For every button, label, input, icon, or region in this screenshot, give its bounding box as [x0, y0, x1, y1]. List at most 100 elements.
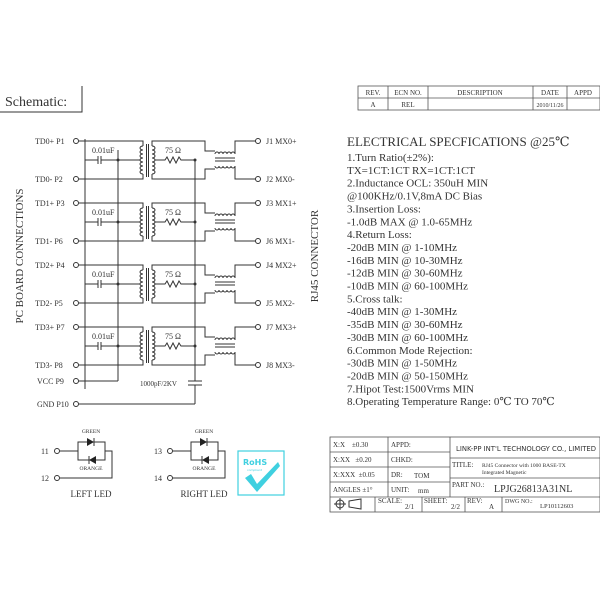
description-header: DESCRIPTION: [457, 89, 503, 97]
ecn-header: ECN NO.: [394, 89, 422, 97]
led-1: 13 14 GREEN ORANGE RIGHT LED: [154, 429, 228, 499]
tolerance-angles: ANGLES ±1°: [333, 486, 373, 494]
spec-line: -30dB MIN @ 1-50MHz: [347, 358, 457, 370]
neg-jack-label: J6 MX1-: [266, 237, 295, 246]
led-pin-b: 14: [154, 474, 162, 483]
appd-label: APPD:: [391, 441, 411, 449]
pos-pin-label: TD3+ P7: [35, 323, 65, 332]
transformer-secondary-icon: [151, 207, 156, 237]
led-pin-a: 13: [154, 447, 162, 456]
green-label: GREEN: [82, 429, 100, 435]
jack-terminal: [255, 200, 261, 206]
spec-line: -35dB MIN @ 30-60MHz: [347, 319, 463, 331]
jack-terminal: [255, 300, 261, 306]
resistor-label: 75 Ω: [165, 146, 181, 155]
resistor-label: 75 Ω: [165, 208, 181, 217]
spec-line: 6.Common Mode Rejection:: [347, 345, 473, 357]
drawn-by-value: TOM: [414, 472, 430, 480]
spec-line: TX=1CT:1CT RX=1CT:1CT: [347, 165, 475, 177]
scale-label: SCALE:: [378, 497, 402, 505]
pin-terminal: [73, 176, 79, 182]
transformer-secondary-icon: [151, 331, 156, 361]
part-no-value: LPJG26813A31NL: [494, 484, 572, 495]
title-line-2: Integrated Magnetic: [482, 470, 527, 476]
company-name: LINK-PP INT'L TECHNOLOGY CO., LIMITED: [456, 445, 596, 453]
jack-terminal: [255, 176, 261, 182]
rohs-subtext: compliant: [247, 468, 263, 472]
jack-terminal: [255, 262, 261, 268]
tolerance-x: X:X ±0.30: [333, 441, 369, 449]
transformer-secondary-icon: [151, 145, 156, 175]
jack-terminal: [255, 138, 261, 144]
spec-line: 1.Turn Ratio(±2%):: [347, 152, 434, 164]
spec-line: 3.Insertion Loss:: [347, 203, 421, 215]
revision-table: REV. ECN NO. DESCRIPTION DATE APPD A REL…: [357, 85, 600, 111]
choke-icon: [214, 275, 236, 279]
spec-line: 2.Inductance OCL: 350uH MIN: [347, 178, 488, 190]
schematic-label-bracket: [0, 86, 83, 113]
orange-diode-icon: [202, 456, 209, 464]
pos-jack-label: J3 MX1+: [266, 199, 297, 208]
drawn-by-label: DR:: [391, 471, 403, 479]
gnd-pin-label: GND P10: [37, 400, 69, 409]
neg-jack-label: J5 MX2-: [266, 299, 295, 308]
spec-line: 4.Return Loss:: [347, 229, 412, 241]
tolerance-xx: X:XX ±0.20: [333, 456, 372, 464]
spec-line: 5.Cross talk:: [347, 293, 403, 305]
unit-value: mm: [418, 487, 429, 495]
pos-pin-label: TD1+ P3: [35, 199, 65, 208]
jack-terminal: [255, 324, 261, 330]
green-diode-icon: [200, 438, 207, 446]
gnd-pin: [73, 401, 79, 407]
led-label: LEFT LED: [70, 489, 112, 499]
pos-jack-label: J1 MX0+: [266, 137, 297, 146]
rev-value: A: [370, 101, 375, 109]
power-section: VCC P9 GND P10 1000pF/2KV: [37, 150, 202, 409]
pin-terminal: [73, 138, 79, 144]
spec-line: @100KHz/0.1V,8mA DC Bias: [347, 191, 482, 203]
resistor-icon: [155, 279, 195, 289]
spec-line: -10dB MIN @ 60-100MHz: [347, 281, 468, 293]
pos-jack-label: J4 MX2+: [266, 261, 297, 270]
part-no-label: PART NO.:: [452, 481, 484, 489]
resistor-icon: [155, 217, 195, 227]
orange-label: ORANGE: [193, 466, 217, 472]
dwg-no-label: DWG NO.:: [505, 499, 533, 505]
pin-terminal: [73, 324, 79, 330]
appd-header: APPD: [574, 89, 592, 97]
date-header: DATE: [541, 89, 559, 97]
title-line-1: RJ45 Connector with 1000 BASE-TX: [482, 463, 566, 469]
date-value: 2010/11/26: [536, 103, 563, 109]
rev-value: A: [489, 503, 494, 511]
led-label: RIGHT LED: [180, 489, 228, 499]
choke-icon: [214, 213, 236, 217]
scale-value: 2/1: [405, 503, 414, 511]
projection-symbol-icon: [334, 498, 362, 510]
hv-cap-label: 1000pF/2KV: [140, 380, 177, 388]
coupling-cap-label: 0.01uF: [92, 332, 115, 341]
resistor-icon: [155, 341, 195, 351]
neg-pin-label: TD3- P8: [35, 361, 63, 370]
coupling-cap-label: 0.01uF: [92, 146, 115, 155]
specs-title: ELECTRICAL SPECFICATIONS @25℃: [347, 134, 570, 149]
pin-terminal: [73, 262, 79, 268]
transformer-primary-icon: [139, 207, 144, 237]
rev-label: REV:: [467, 497, 482, 505]
transformer-primary-icon: [139, 269, 144, 299]
sheet-value: 2/2: [451, 503, 460, 511]
schematic-label: Schematic:: [5, 95, 67, 110]
green-label: GREEN: [195, 429, 213, 435]
orange-diode-icon: [89, 456, 96, 464]
dwg-no-value: LP10112603: [540, 503, 573, 510]
pin-terminal: [73, 238, 79, 244]
neg-pin-label: TD1- P6: [35, 237, 63, 246]
rohs-logo: RoHS compliant: [237, 450, 285, 496]
led-pin-b: 12: [41, 474, 49, 483]
